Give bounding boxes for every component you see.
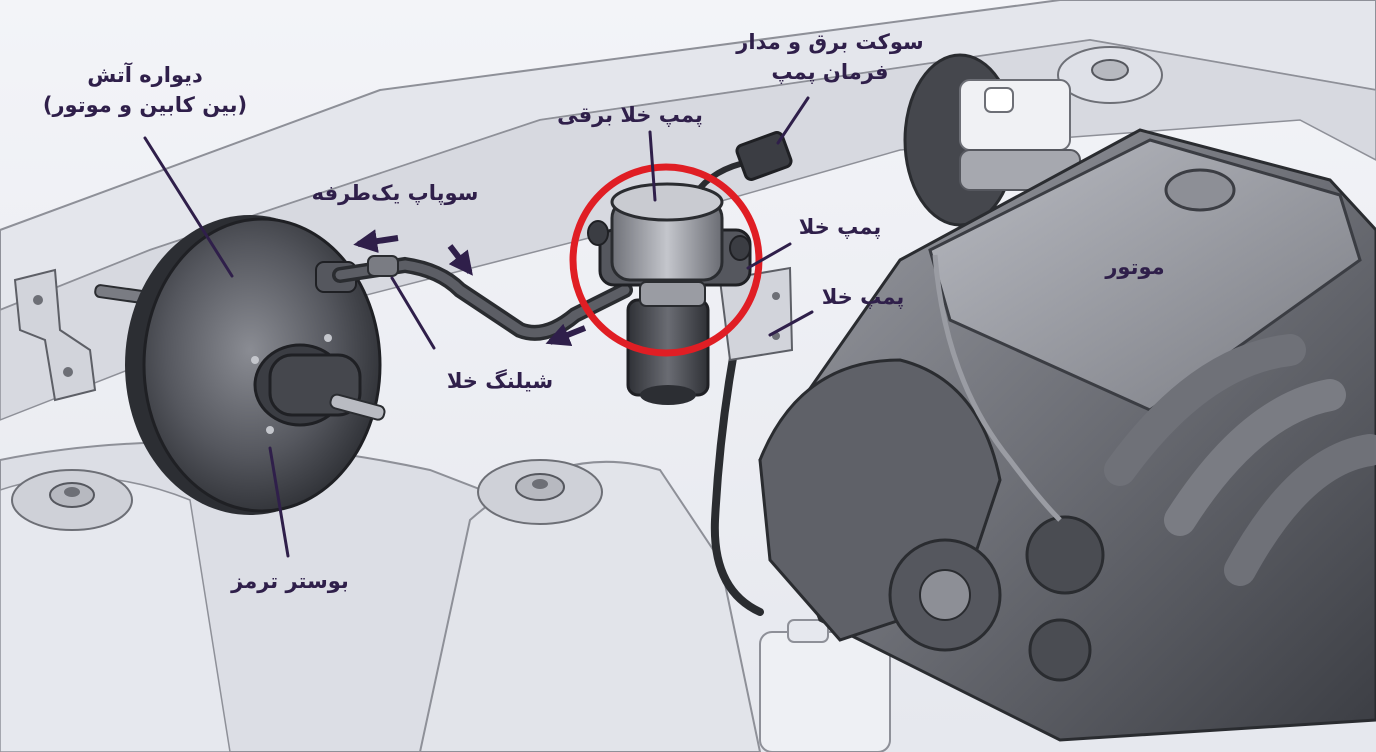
label-check-valve: سوپاپ یک‌طرفه <box>311 181 479 205</box>
mounting-bracket-left <box>13 268 97 402</box>
label-socket: سوکت برق و مدار فرمان پمپ <box>715 27 945 87</box>
label-socket-line2: فرمان پمپ <box>771 60 889 84</box>
master-cylinder <box>903 53 1081 227</box>
coolant-reservoir <box>759 619 891 752</box>
engine-block <box>758 128 1376 742</box>
idler-pulley <box>1028 618 1092 682</box>
leader-vacuum-pump-1 <box>746 242 792 270</box>
leader-socket <box>776 96 810 145</box>
crank-pulley <box>888 538 1002 652</box>
label-firewall: دیواره آتش (بین کابین و موتور) <box>20 60 270 120</box>
leader-vacuum-hose <box>390 276 436 350</box>
alternator-pulley <box>1025 515 1105 595</box>
label-brake-booster: بوستر ترمز <box>231 569 349 593</box>
label-electric-pump: پمپ خلا برقی <box>557 103 703 127</box>
strut-tower-rear <box>1057 46 1163 104</box>
label-socket-line1: سوکت برق و مدار <box>736 30 924 54</box>
label-vacuum-pump-2: پمپ خلا <box>821 285 905 309</box>
label-engine: موتور <box>1105 255 1165 279</box>
leader-vacuum-pump-2 <box>768 310 814 337</box>
strut-tower-right <box>477 459 603 525</box>
label-vacuum-hose: شیلنگ خلا <box>446 369 554 393</box>
leader-electric-pump <box>648 130 657 202</box>
check-valve-body <box>367 255 399 277</box>
strut-tower-left <box>11 469 133 531</box>
leader-lines <box>143 96 814 558</box>
label-firewall-line2: (بین کابین و موتور) <box>42 93 248 117</box>
flow-arrows <box>353 229 587 347</box>
brake-booster-assembly <box>94 215 386 515</box>
label-firewall-line1: دیواره آتش <box>87 63 203 87</box>
leader-firewall <box>143 136 234 278</box>
leader-brake-booster <box>268 446 290 558</box>
label-vacuum-pump-1: پمپ خلا <box>798 215 882 239</box>
